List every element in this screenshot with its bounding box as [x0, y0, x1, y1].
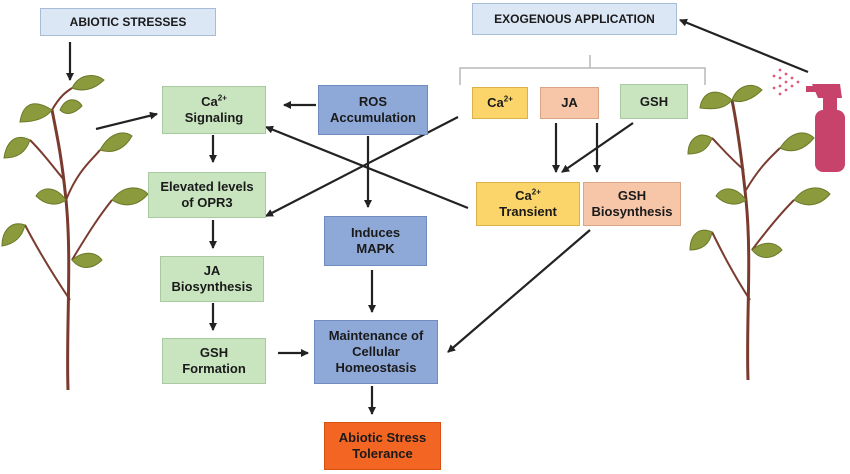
ca-transient-label: Transient — [499, 204, 557, 219]
tolerance-line2: Tolerance — [352, 446, 413, 461]
arrow-gsh-to-ca-transient — [561, 122, 634, 173]
ros-line2: Accumulation — [330, 110, 416, 125]
homeostasis-box: Maintenance of Cellular Homeostasis — [314, 320, 438, 384]
gsh-formation-line2: Formation — [182, 361, 246, 376]
exogenous-application-label: EXOGENOUS APPLICATION — [494, 12, 655, 26]
ca-transient-box: Ca2+ Transient — [476, 182, 580, 226]
gsh-formation-line1: GSH — [199, 345, 229, 360]
abiotic-stresses-label: ABIOTIC STRESSES — [69, 15, 187, 29]
ca-transient-text: Ca — [515, 188, 532, 203]
homeostasis-line1: Maintenance of — [328, 328, 424, 343]
abiotic-stress-tolerance-box: Abiotic Stress Tolerance — [324, 422, 441, 470]
exogenous-ca-superscript: 2+ — [503, 94, 513, 104]
opr3-line2: of OPR3 — [181, 195, 233, 210]
opr3-line1: Elevated levels — [160, 179, 254, 194]
plant-right-illustration — [687, 84, 831, 381]
ca-transient-superscript: 2+ — [531, 187, 541, 197]
exogenous-application-header: EXOGENOUS APPLICATION — [472, 3, 677, 35]
mapk-line2: MAPK — [356, 241, 395, 256]
arrow-ca-transient-to-ca-signaling — [265, 125, 469, 210]
opr3-box: Elevated levels of OPR3 — [148, 172, 266, 218]
ja-biosynthesis-box: JA Biosynthesis — [160, 256, 264, 302]
ca-signaling-box: Ca2+ Signaling — [162, 86, 266, 134]
mapk-line1: Induces — [350, 225, 401, 240]
gsh-biosynthesis-line2: Biosynthesis — [591, 204, 673, 219]
homeostasis-line3: Homeostasis — [335, 360, 417, 375]
exogenous-ca-text: Ca — [487, 95, 504, 110]
ca-signaling-label: Signaling — [184, 110, 244, 125]
ros-accumulation-box: ROS Accumulation — [318, 85, 428, 135]
ros-line1: ROS — [358, 94, 388, 109]
arrow-sprayer-to-exogenous — [679, 18, 809, 74]
ja-biosynthesis-line1: JA — [203, 263, 221, 278]
tolerance-line1: Abiotic Stress — [338, 430, 427, 445]
gsh-biosynthesis-line1: GSH — [617, 188, 647, 203]
ca-signaling-superscript: 2+ — [217, 93, 227, 103]
exogenous-ca-box: Ca2+ — [472, 87, 528, 119]
gsh-formation-box: GSH Formation — [162, 338, 266, 384]
spray-bottle-icon — [772, 68, 845, 172]
exogenous-gsh-box: GSH — [620, 84, 688, 119]
ca-signaling-text: Ca — [201, 94, 218, 109]
exogenous-ja-box: JA — [540, 87, 599, 119]
exogenous-bracket — [459, 55, 706, 85]
induces-mapk-box: Induces MAPK — [324, 216, 427, 266]
exogenous-ja-text: JA — [561, 95, 578, 110]
exogenous-gsh-text: GSH — [639, 93, 669, 109]
arrow-plant-to-ca-signaling — [95, 111, 158, 131]
arrow-gsh-bio-to-homeostasis — [447, 229, 591, 353]
abiotic-stresses-header: ABIOTIC STRESSES — [40, 8, 216, 36]
gsh-biosynthesis-box: GSH Biosynthesis — [583, 182, 681, 226]
ja-biosynthesis-line2: Biosynthesis — [171, 279, 253, 294]
homeostasis-line2: Cellular — [352, 344, 400, 359]
plant-left-illustration — [1, 75, 149, 391]
